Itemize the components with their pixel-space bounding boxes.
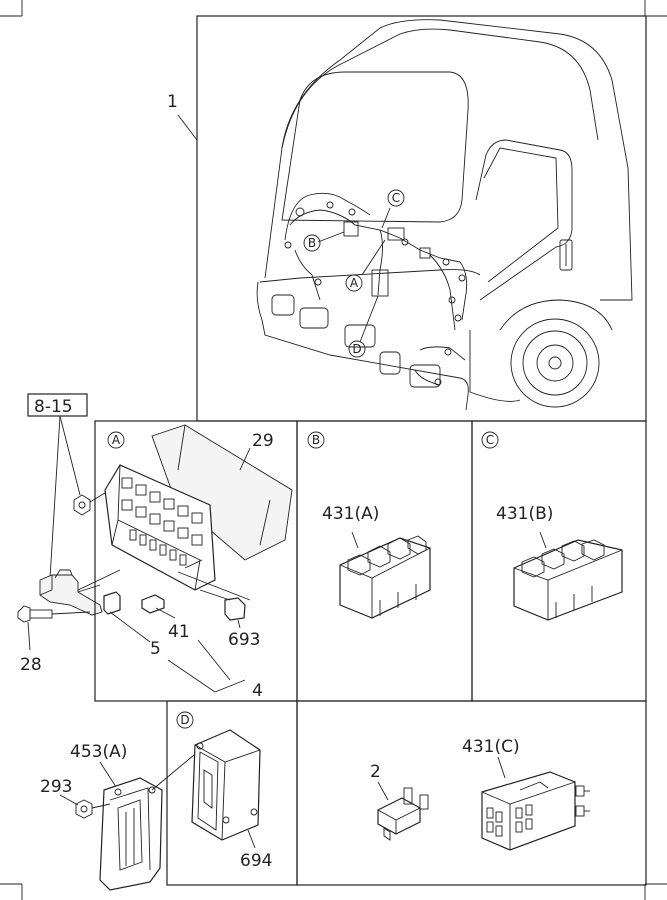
label-bolt: 28 [20, 655, 42, 675]
panel-c: C 431(B) [471, 420, 647, 702]
label-fuse-2: 2 [370, 762, 381, 782]
connector-431c [481, 771, 590, 851]
label-relay-693: 693 [228, 630, 260, 650]
callout-c-panel: C [486, 433, 494, 447]
left-parts: 8-15 28 [17, 393, 119, 675]
connector-431b [513, 539, 623, 621]
module-group: 453(A) 293 [40, 742, 201, 891]
callout-a-panel: A [112, 433, 121, 447]
cover-694 [191, 729, 261, 841]
callout-d-truck: D [352, 342, 361, 356]
bottom-right-panel: 2 431(C) [296, 700, 647, 886]
label-ref-group: 8-15 [34, 397, 73, 417]
fuse-2 [377, 787, 429, 841]
label-connector-a: 431(A) [322, 504, 379, 524]
panel-d: D 694 [166, 700, 298, 886]
connector-431a [339, 535, 431, 619]
callout-b-truck: B [308, 236, 316, 250]
label-nut: 293 [40, 777, 72, 797]
callout-a-truck: A [350, 276, 359, 290]
label-fuse: 5 [150, 639, 161, 659]
label-cover-694: 694 [240, 851, 272, 871]
label-fuse-box: 4 [252, 681, 263, 701]
label-relay-small: 41 [168, 622, 190, 642]
callout-d-panel: D [180, 713, 189, 727]
callout-b-panel: B [312, 433, 320, 447]
wiring-harness [284, 192, 468, 386]
truck-panel: B A C D 1 [167, 15, 647, 422]
label-module: 453(A) [70, 742, 127, 762]
label-assembly: 1 [167, 92, 178, 112]
label-connector-b: 431(B) [496, 504, 553, 524]
callout-c-truck: C [392, 191, 400, 205]
panel-a: A 29 41 [77, 420, 298, 702]
panel-b: B 431(A) [296, 420, 473, 702]
label-connector-c: 431(C) [462, 737, 520, 757]
label-cover: 29 [252, 431, 274, 451]
